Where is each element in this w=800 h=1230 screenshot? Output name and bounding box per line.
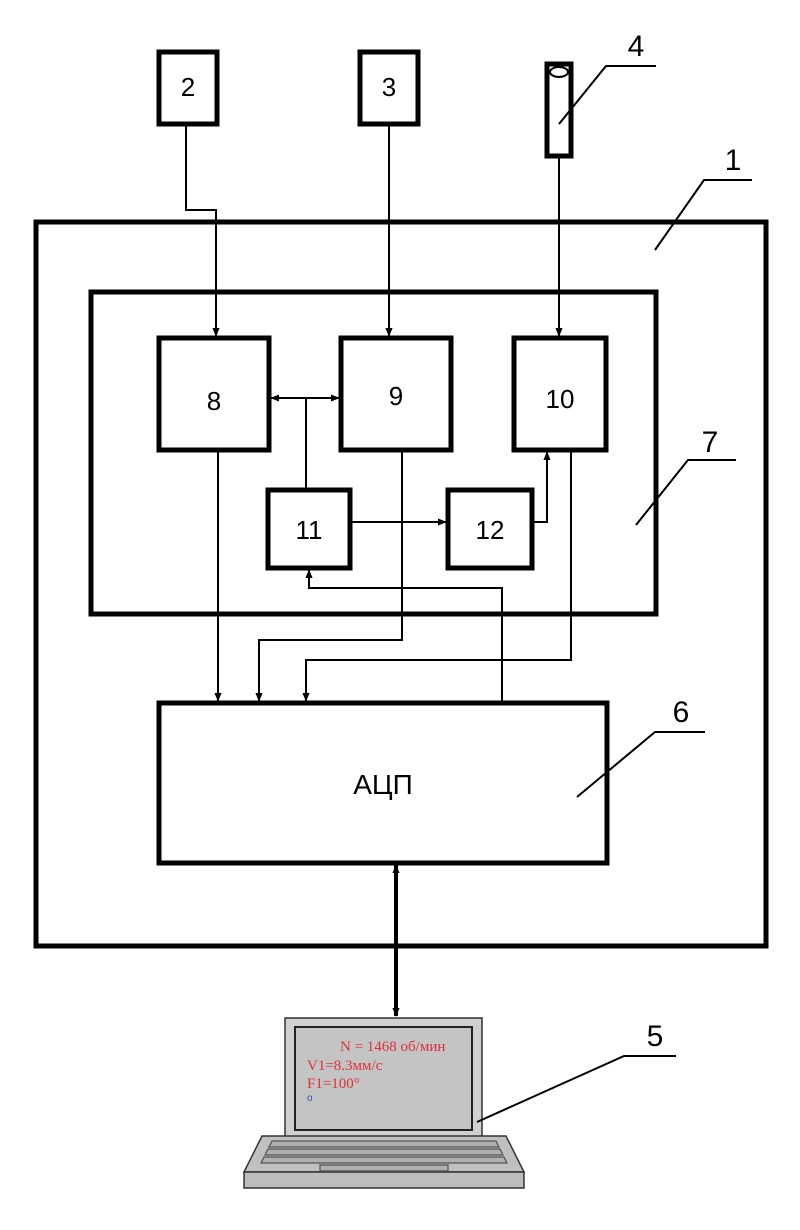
module-7 xyxy=(88,289,659,617)
callout-line-6 xyxy=(576,731,705,798)
screen-marker: o xyxy=(307,1093,313,1104)
block-9-label: 9 xyxy=(389,381,403,411)
link-12-to-10 xyxy=(532,451,551,523)
screen-velocity-readout: V1=8.3мм/с xyxy=(307,1058,383,1074)
callout-6: 6 xyxy=(673,696,690,729)
link-2-to-8 xyxy=(185,124,220,337)
housing-1 xyxy=(33,219,769,949)
block-10-box xyxy=(511,335,609,453)
adc-box xyxy=(156,700,610,866)
callout-line-7 xyxy=(635,459,736,526)
screen-speed-readout: N = 1468 об/мин xyxy=(340,1039,445,1055)
laptop-touchpad xyxy=(319,1164,449,1172)
sensor-2-box xyxy=(156,49,220,127)
block-11-label: 11 xyxy=(296,515,323,545)
block-11-box xyxy=(265,487,353,571)
callout-line-4 xyxy=(558,65,656,125)
laptop-front xyxy=(243,1171,525,1189)
link-9-to-adc xyxy=(255,450,403,702)
sensor-2-label: 2 xyxy=(181,72,195,102)
block-12-label: 12 xyxy=(476,515,505,545)
callout-line-5 xyxy=(476,1055,676,1123)
link-adc-to-11 xyxy=(305,569,503,703)
screen-angle-readout: F1=100° xyxy=(307,1076,360,1092)
callout-4: 4 xyxy=(628,30,645,63)
callout-5: 5 xyxy=(647,1020,664,1053)
block-9-box xyxy=(338,335,454,453)
block-10-label: 10 xyxy=(546,384,575,414)
callout-line-1 xyxy=(654,179,752,251)
sensor-3-label: 3 xyxy=(382,72,396,102)
callout-1: 1 xyxy=(725,144,742,177)
sensor-4-probe xyxy=(544,61,574,159)
laptop-screen xyxy=(294,1026,473,1131)
laptop-keyboard xyxy=(259,1140,509,1164)
laptop: N = 1468 об/мин V1=8.3мм/с F1=100° o xyxy=(242,1017,526,1189)
adc-label: АЦП xyxy=(353,769,413,800)
callout-7: 7 xyxy=(702,426,719,459)
callout-lines xyxy=(476,65,752,1123)
block-8-label: 8 xyxy=(207,386,221,416)
block-12-box xyxy=(445,487,535,571)
link-10-to-adc xyxy=(302,450,572,702)
block-8-box xyxy=(156,335,272,453)
